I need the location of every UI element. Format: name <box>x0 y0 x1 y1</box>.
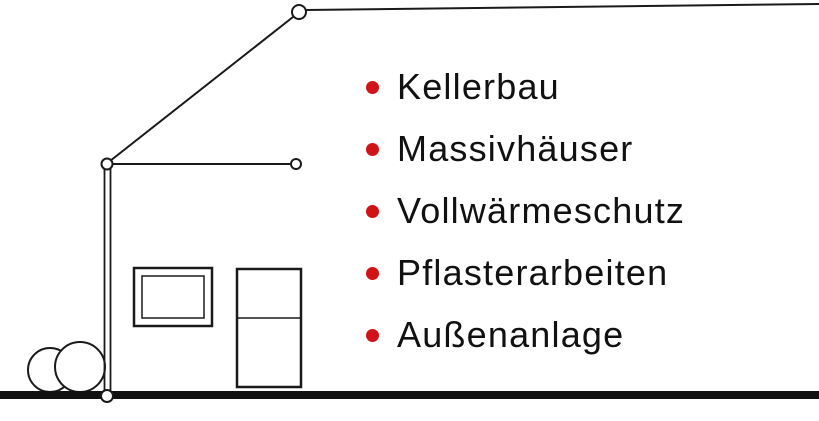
service-label: Massivhäuser <box>397 128 634 169</box>
eaves-right-joint-circle <box>290 158 302 170</box>
service-item: Pflasterarbeiten <box>366 242 685 304</box>
service-label: Außenanlage <box>397 314 625 355</box>
bullet-icon <box>366 80 379 94</box>
eaves-left-joint-circle <box>100 157 114 171</box>
bushes-icon <box>27 341 106 393</box>
ground-line <box>0 391 819 399</box>
service-item: Vollwärmeschutz <box>366 180 685 242</box>
bullet-icon <box>366 204 379 218</box>
roof-line <box>109 16 294 162</box>
service-item: Massivhäuser <box>366 118 685 180</box>
bullet-icon <box>366 142 379 156</box>
post-base-joint-circle <box>100 389 114 403</box>
service-label: Pflasterarbeiten <box>397 252 669 293</box>
ridge-joint-circle <box>291 4 307 20</box>
ridge-extension-line <box>305 3 819 11</box>
door-icon <box>235 267 303 389</box>
service-label: Kellerbau <box>397 66 560 107</box>
house-post <box>103 168 112 396</box>
service-label: Vollwärmeschutz <box>397 190 686 231</box>
service-list: Kellerbau Massivhäuser Vollwärmeschutz P… <box>366 56 685 366</box>
bullet-icon <box>366 266 379 280</box>
bullet-icon <box>366 328 379 342</box>
window-icon <box>132 266 214 328</box>
service-item: Außenanlage <box>366 304 685 366</box>
service-item: Kellerbau <box>366 56 685 118</box>
